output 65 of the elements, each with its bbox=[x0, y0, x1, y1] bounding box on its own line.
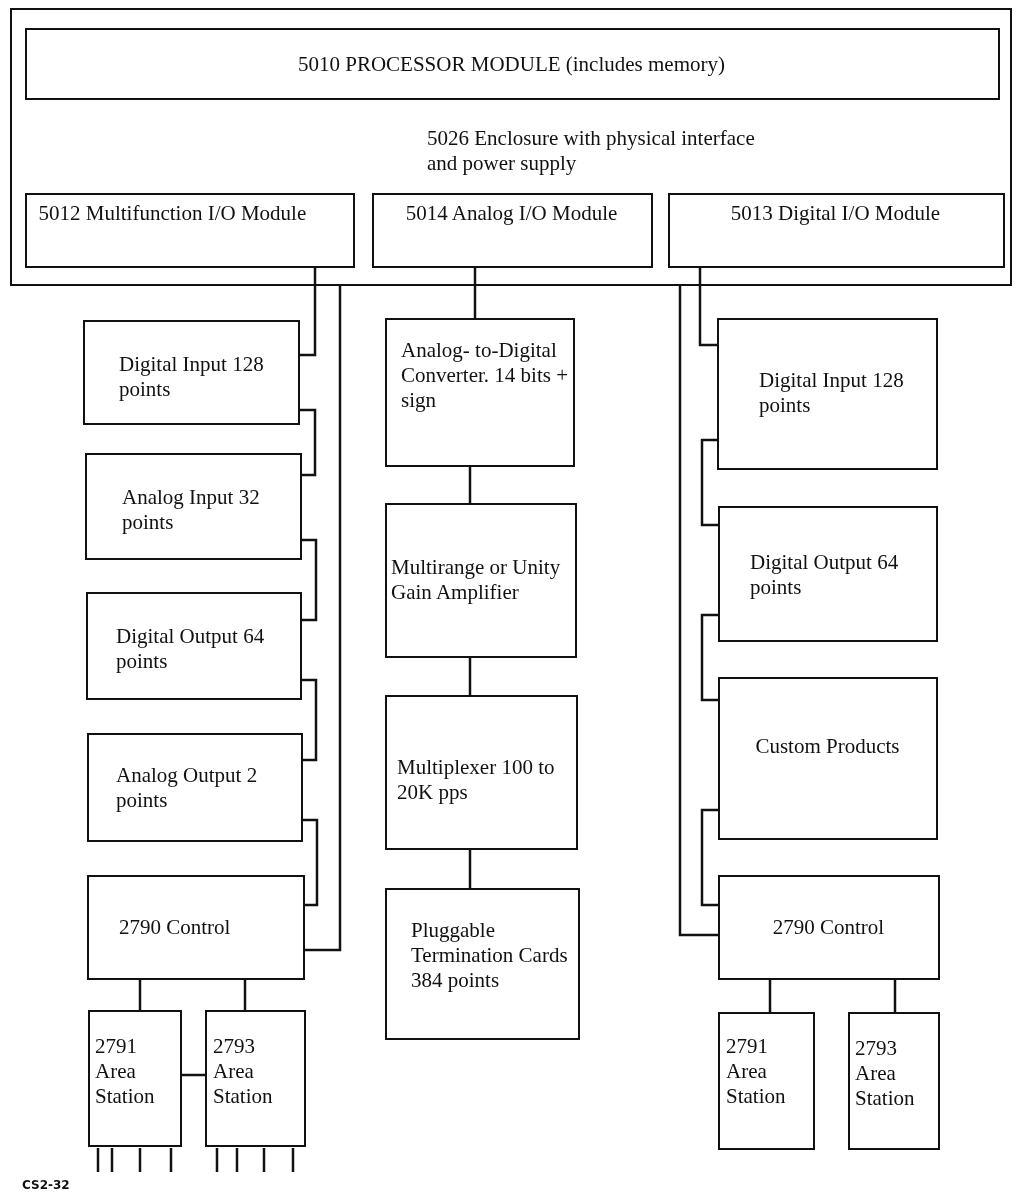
box-label: 5026 Enclosure with physical interface and power supply bbox=[427, 126, 756, 177]
connector-line bbox=[768, 980, 772, 1012]
module-box bbox=[667, 192, 1005, 268]
module-box bbox=[88, 1010, 182, 1147]
processor-module-box bbox=[24, 27, 1000, 100]
module-box bbox=[718, 677, 938, 840]
connector-line bbox=[678, 286, 718, 937]
connector-line bbox=[473, 268, 477, 318]
module-box bbox=[87, 875, 305, 980]
module-box bbox=[83, 320, 300, 425]
figure-code: CS2-32 bbox=[22, 1178, 70, 1192]
box-label: Digital Input 128 points bbox=[119, 352, 265, 403]
connector-line bbox=[302, 678, 318, 762]
box-label: Digital Output 64 points bbox=[116, 624, 266, 675]
box-label: Analog- to-Digital Converter. 14 bits + sign bbox=[401, 338, 569, 414]
box-label: 5010 PROCESSOR MODULE (includes memory) bbox=[297, 51, 726, 77]
connector-line bbox=[700, 613, 718, 702]
box-label: Pluggable Termination Cards 384 points bbox=[411, 918, 569, 994]
connector-line bbox=[300, 268, 317, 357]
connector-line bbox=[468, 467, 472, 503]
box-label: Digital Input 128 points bbox=[759, 368, 905, 419]
connector-line bbox=[138, 980, 142, 1010]
module-box bbox=[371, 192, 653, 268]
module-box bbox=[24, 192, 355, 268]
box-label: Digital Output 64 points bbox=[750, 550, 900, 601]
connector-line bbox=[243, 980, 247, 1010]
box-label: 2790 Control bbox=[119, 915, 232, 941]
box-label: 2793 Area Station bbox=[855, 1036, 916, 1112]
module-box bbox=[385, 695, 578, 850]
connector-line bbox=[468, 850, 472, 888]
box-label: 5013 Digital I/O Module bbox=[729, 200, 942, 226]
module-box bbox=[718, 506, 938, 642]
box-label: 2791 Area Station bbox=[726, 1034, 787, 1110]
box-label: Multiplexer 100 to 20K pps bbox=[397, 755, 556, 806]
box-label: 2793 Area Station bbox=[213, 1034, 274, 1110]
module-box bbox=[718, 1012, 815, 1150]
box-label: Analog Output 2 points bbox=[116, 763, 259, 814]
enclosure-box bbox=[10, 8, 1012, 286]
module-box bbox=[85, 453, 302, 560]
box-label: Multirange or Unity Gain Amplifier bbox=[391, 555, 562, 606]
connector-line bbox=[302, 538, 318, 622]
connector-line bbox=[300, 408, 317, 477]
box-label: 2791 Area Station bbox=[95, 1034, 156, 1110]
connector-line bbox=[700, 808, 718, 907]
connector-line bbox=[698, 268, 717, 347]
module-box bbox=[86, 592, 302, 700]
module-box bbox=[385, 503, 577, 658]
box-label: 2790 Control bbox=[771, 915, 886, 941]
connector-line bbox=[468, 658, 472, 695]
connector-line bbox=[700, 438, 718, 527]
module-box bbox=[718, 875, 940, 980]
module-box bbox=[87, 733, 303, 842]
box-label: 5014 Analog I/O Module bbox=[404, 200, 619, 226]
box-label: Custom Products bbox=[754, 734, 901, 760]
module-box bbox=[205, 1010, 306, 1147]
module-box bbox=[848, 1012, 940, 1150]
connector-line bbox=[893, 980, 897, 1012]
module-box bbox=[385, 888, 580, 1040]
connector-line bbox=[303, 818, 319, 907]
module-box bbox=[717, 318, 938, 470]
box-label: Analog Input 32 points bbox=[122, 485, 261, 536]
module-box bbox=[385, 318, 575, 467]
connector-line bbox=[182, 1073, 205, 1077]
box-label: 5012 Multifunction I/O Module bbox=[38, 200, 308, 226]
connector-line bbox=[305, 286, 342, 952]
